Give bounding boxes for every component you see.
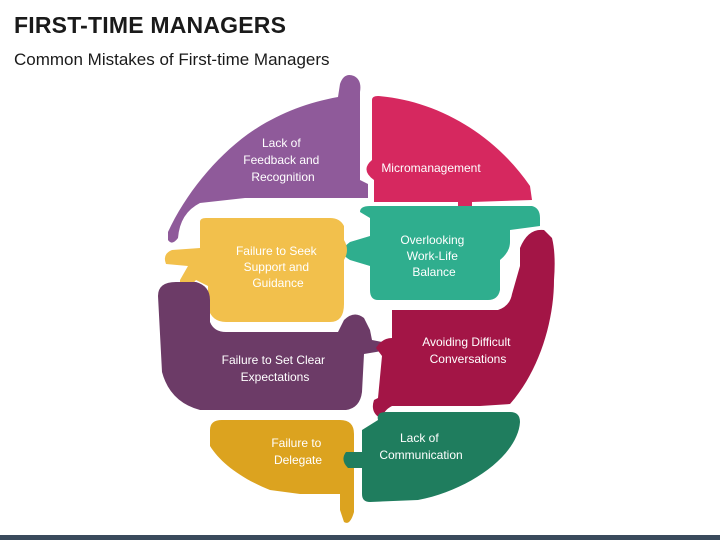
label-lack-communication: Lack of Communication xyxy=(379,431,462,462)
label-avoiding-conversations: Avoiding Difficult Conversations xyxy=(422,335,514,366)
piece-failure-seek-support xyxy=(164,218,347,322)
piece-failure-delegate xyxy=(210,420,354,523)
piece-lack-communication xyxy=(343,412,520,502)
piece-lack-of-feedback xyxy=(168,75,368,243)
label-failure-delegate: Failure to Delegate xyxy=(271,436,324,467)
piece-overlooking-balance xyxy=(343,206,540,300)
page-title: FIRST-TIME MANAGERS xyxy=(14,12,287,38)
piece-failure-clear-expectations xyxy=(158,282,385,410)
page-subtitle: Common Mistakes of First-time Managers xyxy=(14,50,330,69)
piece-avoiding-conversations xyxy=(372,229,555,418)
label-micromanagement: Micromanagement xyxy=(381,161,481,175)
label-failure-seek-support: Failure to Seek Support and Guidance xyxy=(236,244,320,290)
bottom-accent-bar xyxy=(0,535,720,540)
label-lack-of-feedback: Lack of Feedback and Recognition xyxy=(243,136,322,184)
label-overlooking-balance: Overlooking Work-Life Balance xyxy=(400,233,467,279)
piece-micromanagement xyxy=(366,96,532,219)
label-failure-clear-expectations: Failure to Set Clear Expectations xyxy=(222,353,329,384)
